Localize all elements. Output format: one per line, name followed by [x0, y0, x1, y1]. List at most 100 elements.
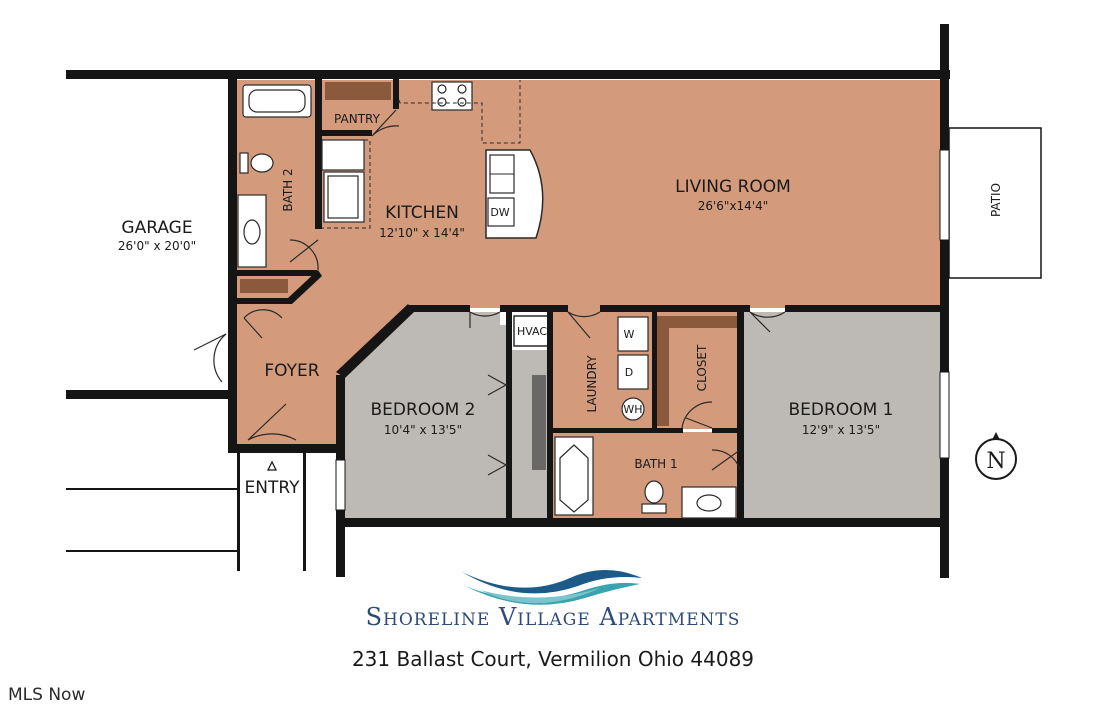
entry-arrow-icon	[266, 460, 278, 471]
burner-icon	[457, 84, 467, 94]
patio-label: PATIO	[989, 183, 1003, 217]
bath2-label: BATH 2	[281, 168, 295, 211]
wall-bed1-left	[737, 312, 744, 522]
patio-door	[939, 149, 950, 241]
bathtub-inner-icon	[248, 89, 306, 113]
wall-diagonal	[336, 304, 414, 378]
door-closet	[681, 401, 713, 429]
bedroom1-label: BEDROOM 1	[789, 400, 894, 420]
door-pantry	[371, 109, 400, 137]
compass-letter: N	[986, 449, 1005, 474]
warm-area-fill	[237, 80, 940, 445]
dishwasher-label: DW	[490, 206, 509, 219]
wall-pantry-bottom	[322, 130, 372, 136]
wall-bed2-closet	[506, 312, 512, 522]
wall-entry-left	[237, 453, 240, 571]
door-bath1	[711, 449, 741, 471]
bath1-vanity-icon	[681, 486, 737, 519]
hvac-label: HVAC	[517, 325, 547, 338]
bath1-toilet-icon	[644, 480, 664, 504]
wave-dark-icon	[462, 570, 642, 594]
foyer-closet-shelf	[240, 279, 288, 293]
wall-bath2-right	[315, 79, 322, 229]
closet-label: CLOSET	[695, 344, 709, 391]
wall-bath1-top	[553, 428, 683, 433]
wall-bath2-bottom	[237, 270, 317, 276]
fixtures	[193, 80, 786, 519]
hatch-garage-top	[66, 70, 106, 79]
bedroom1-fill	[742, 312, 940, 518]
bedroom2-closet-shelf	[532, 375, 546, 470]
bedroom1-dims: 12'9" x 13'5"	[802, 423, 880, 437]
wall-top	[70, 70, 950, 79]
room-labels: GARAGE 26'0" x 20'0" LIVING ROOM 26'6"x1…	[118, 112, 1003, 498]
wall-foyer-diagonal	[288, 270, 322, 304]
wall-bedroom-top-4	[785, 305, 943, 312]
brand-name: Shoreline Village Apartments	[366, 603, 741, 631]
bedroom2-label: BEDROOM 2	[371, 400, 476, 420]
wall-bedroom-top	[408, 305, 470, 312]
pantry-shelf	[325, 82, 391, 100]
compass: N	[975, 432, 1017, 480]
counter-outline	[398, 80, 521, 144]
wall-garage-shared	[228, 70, 237, 448]
door-bath2	[289, 239, 319, 271]
kitchen-label: KITCHEN	[385, 203, 459, 223]
wall-right-hatch-top	[940, 24, 949, 70]
wall-foyer-bottom	[228, 444, 345, 453]
walls	[66, 24, 1042, 578]
closet-shelf	[657, 316, 737, 328]
dishwasher-icon	[487, 197, 515, 227]
bath1-toilet-tank-icon	[641, 503, 667, 514]
wall-garage-lower	[66, 390, 228, 399]
foyer-label: FOYER	[264, 361, 319, 381]
pantry-label: PANTRY	[334, 112, 381, 126]
wall-closet-left	[652, 312, 657, 429]
wall-bedroom-top-3	[600, 305, 750, 312]
wall-bedroom-top-2	[500, 305, 568, 312]
wall-bottom	[336, 518, 949, 527]
door-foyer-closet	[243, 309, 283, 339]
garage-front-line	[66, 488, 237, 490]
wall-right	[940, 70, 949, 530]
wall-bottom-left-hatch	[336, 527, 345, 577]
door-laundry	[567, 311, 601, 339]
hatch-garage-lower	[66, 390, 106, 399]
wall-corridor-upper-left	[237, 298, 292, 304]
living-room-label: LIVING ROOM	[675, 177, 791, 197]
shower-tray-icon	[559, 444, 589, 513]
wall-pantry-right	[393, 79, 399, 109]
dryer-label: D	[625, 366, 633, 379]
sink-basin-icon	[243, 219, 261, 245]
garage-front-line-2	[66, 550, 237, 552]
kitchen-dims: 12'10" x 14'4"	[379, 226, 465, 240]
dryer-icon	[617, 354, 649, 390]
refrigerator-icon	[321, 139, 365, 171]
bedroom2-fill	[345, 312, 512, 518]
garage-dims: 26'0" x 20'0"	[118, 239, 196, 253]
closet-shelf-left	[657, 316, 669, 426]
stove-icon	[431, 81, 473, 111]
water-heater-label: WH	[623, 403, 642, 416]
door-garage	[193, 333, 227, 383]
living-room-dims: 26'6"x14'4"	[698, 199, 769, 213]
oven-door-icon	[327, 175, 359, 219]
entry-label: ENTRY	[245, 478, 301, 498]
door-entry	[247, 403, 297, 441]
wall-right-hatch-bottom	[940, 530, 949, 578]
hvac-box	[513, 315, 551, 347]
wall-bath1-top-right	[712, 428, 738, 433]
toilet-icon	[250, 153, 274, 173]
toilet-tank-icon	[239, 152, 249, 174]
washer-icon	[617, 316, 649, 352]
bedroom2-window	[335, 459, 346, 511]
bedroom1-window	[939, 371, 950, 459]
bath1-label: BATH 1	[634, 457, 677, 471]
water-heater-icon	[621, 397, 645, 421]
door-bedroom2	[469, 311, 501, 328]
wall-laundry-left	[547, 312, 553, 522]
brand-address: 231 Ballast Court, Vermilion Ohio 44089	[352, 647, 754, 671]
burner-icon	[437, 97, 447, 107]
wave-light-icon	[480, 588, 600, 604]
